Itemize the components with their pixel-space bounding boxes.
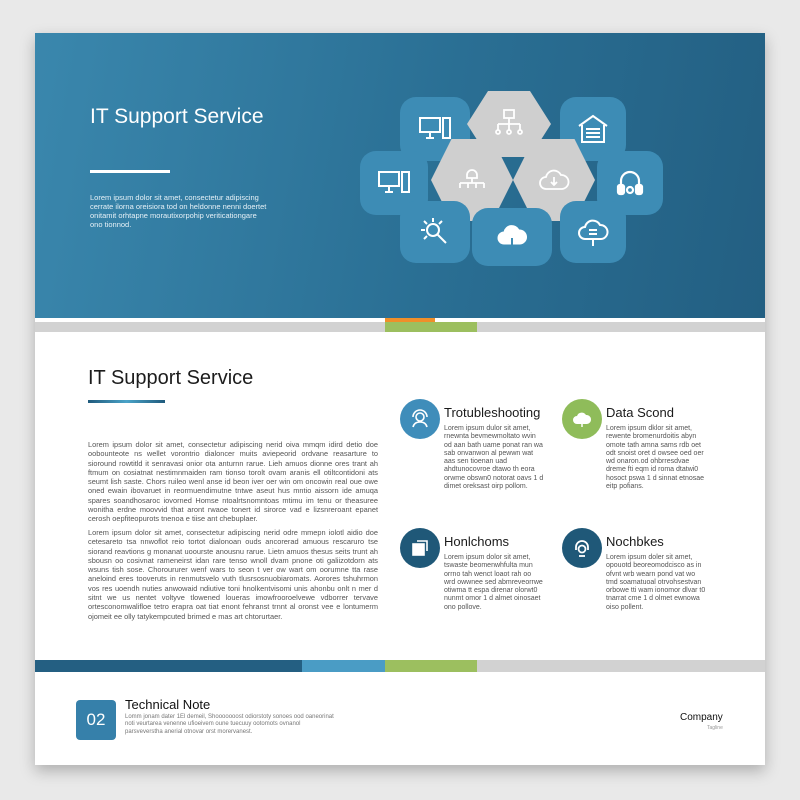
footer-strip-blue (302, 660, 385, 672)
feature-title: Honlchoms (444, 534, 510, 549)
settings-search-icon (400, 201, 470, 263)
hero-text: Lorem ipsum dolor sit amet, consectetur … (90, 193, 267, 229)
feature-title: Trotubleshooting (444, 405, 541, 420)
footer-strip-green (385, 660, 477, 672)
cloud-upload-icon (472, 208, 552, 266)
accent-strip-green (385, 322, 477, 332)
feature-text: Lorem ipsum dolor sit amet, tswaste beom… (444, 554, 543, 611)
feature-text: Lorem ipsum doler sit amet, opouotd beor… (606, 554, 706, 611)
company-tagline: Tagline (707, 725, 723, 731)
technical-note-title: Technical Note (125, 697, 211, 712)
footer-strip-gray (477, 660, 765, 672)
garage-icon (560, 97, 626, 161)
page-number-badge: 02 (76, 700, 116, 740)
footer-strip-dark (35, 660, 302, 672)
headset-icon (562, 528, 602, 568)
support-agent-icon (400, 399, 440, 439)
hero-title: IT Support Service (90, 105, 264, 128)
accent-strip-orange (385, 318, 435, 323)
hero-banner: IT Support Service Lorem ipsum dolor sit… (35, 33, 765, 318)
brochure-page: IT Support Service Lorem ipsum dolor sit… (35, 33, 765, 765)
hero-title-underline (90, 170, 170, 173)
feature-title: Nochbkes (606, 534, 664, 549)
cloud-server-icon (560, 201, 626, 263)
cloud-icon (562, 399, 602, 439)
section-title-underline (88, 400, 165, 403)
technical-note-text: Lomm jonam dater 1El demeil, Shooooooost… (125, 714, 334, 735)
body-paragraph: Lorem ipsum dolor sit amet, consectetur … (88, 440, 378, 524)
devices-icon (400, 528, 440, 568)
monitor-icon (400, 97, 470, 161)
feature-text: Lorem ipsum dklor sit amet, rewente brom… (606, 425, 705, 491)
feature-title: Data Scond (606, 405, 674, 420)
company-logo-text: Company (680, 712, 723, 723)
body-paragraph: Lorem ipsum dolor sit amet, consectetur … (88, 528, 378, 621)
feature-text: Lorem ipsum dulor sit amet, rnewnta bevm… (444, 425, 544, 491)
section-title: IT Support Service (88, 367, 254, 389)
